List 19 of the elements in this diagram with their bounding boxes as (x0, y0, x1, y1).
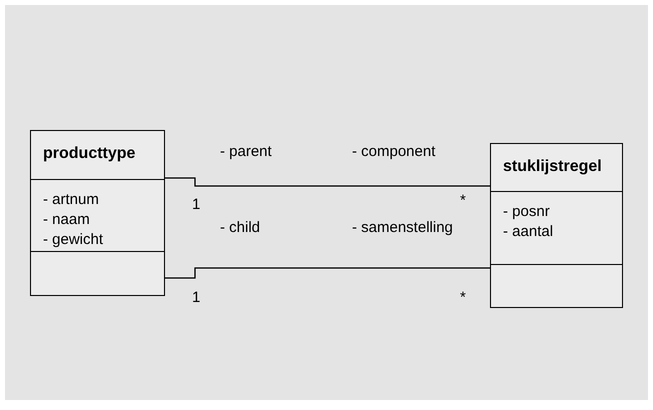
multiplicity-label: 1 (192, 196, 200, 213)
role-label: - component (352, 143, 436, 160)
class-box (490, 143, 623, 308)
attribute-text: - posnr (503, 203, 550, 220)
class-name: stuklijstregel (503, 158, 602, 176)
attribute-text: - naam (43, 211, 90, 228)
role-label: - child (220, 219, 260, 236)
role-label: - samenstelling (352, 219, 453, 236)
attribute-text: - artnum (43, 191, 99, 208)
multiplicity-label: 1 (192, 289, 200, 306)
attribute-text: - aantal (503, 223, 554, 240)
association-line (165, 177, 490, 187)
class-box (30, 130, 165, 296)
role-label: - parent (220, 143, 272, 160)
attribute-text: - gewicht (43, 231, 104, 248)
multiplicity-label: * (460, 289, 466, 306)
multiplicity-label: * (460, 192, 466, 209)
class-name: producttype (43, 145, 136, 163)
association-line (165, 267, 490, 279)
